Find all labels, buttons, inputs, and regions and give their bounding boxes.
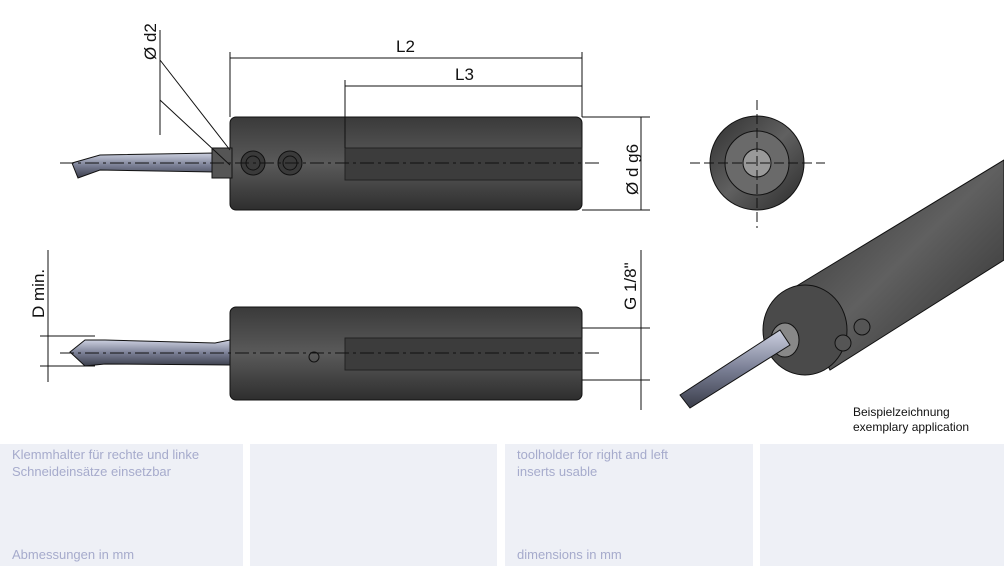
units-de: Abmessungen in mm	[12, 547, 135, 562]
side-view	[40, 250, 650, 410]
dim-dmin-label: D min.	[29, 269, 48, 318]
end-view	[690, 100, 825, 228]
panel-de: Klemmhalter für rechte und linke Schneid…	[0, 444, 243, 566]
dim-d-g6-label: Ø d g6	[623, 144, 642, 195]
dim-l2-label: L2	[396, 37, 415, 56]
panel-empty-2	[760, 444, 1004, 566]
panel-empty-1	[250, 444, 497, 566]
example-caption: Beispielzeichnung exemplary application	[853, 405, 969, 435]
dim-d2-label: Ø d2	[141, 23, 160, 60]
technical-drawing: L2 L3 Ø d2 Ø d g6 D min. G 1/8"	[29, 23, 1004, 410]
description-en: toolholder for right and left inserts us…	[517, 447, 669, 479]
top-view	[60, 30, 650, 211]
caption-de: Beispielzeichnung	[853, 405, 950, 419]
description-de: Klemmhalter für rechte und linke Schneid…	[12, 447, 200, 479]
units-en: dimensions in mm	[517, 547, 622, 562]
caption-en: exemplary application	[853, 420, 970, 434]
panel-en: toolholder for right and left inserts us…	[505, 444, 753, 566]
dim-l3-label: L3	[455, 65, 474, 84]
dim-g-thread-label: G 1/8"	[621, 262, 640, 310]
isometric-view	[679, 159, 1004, 409]
